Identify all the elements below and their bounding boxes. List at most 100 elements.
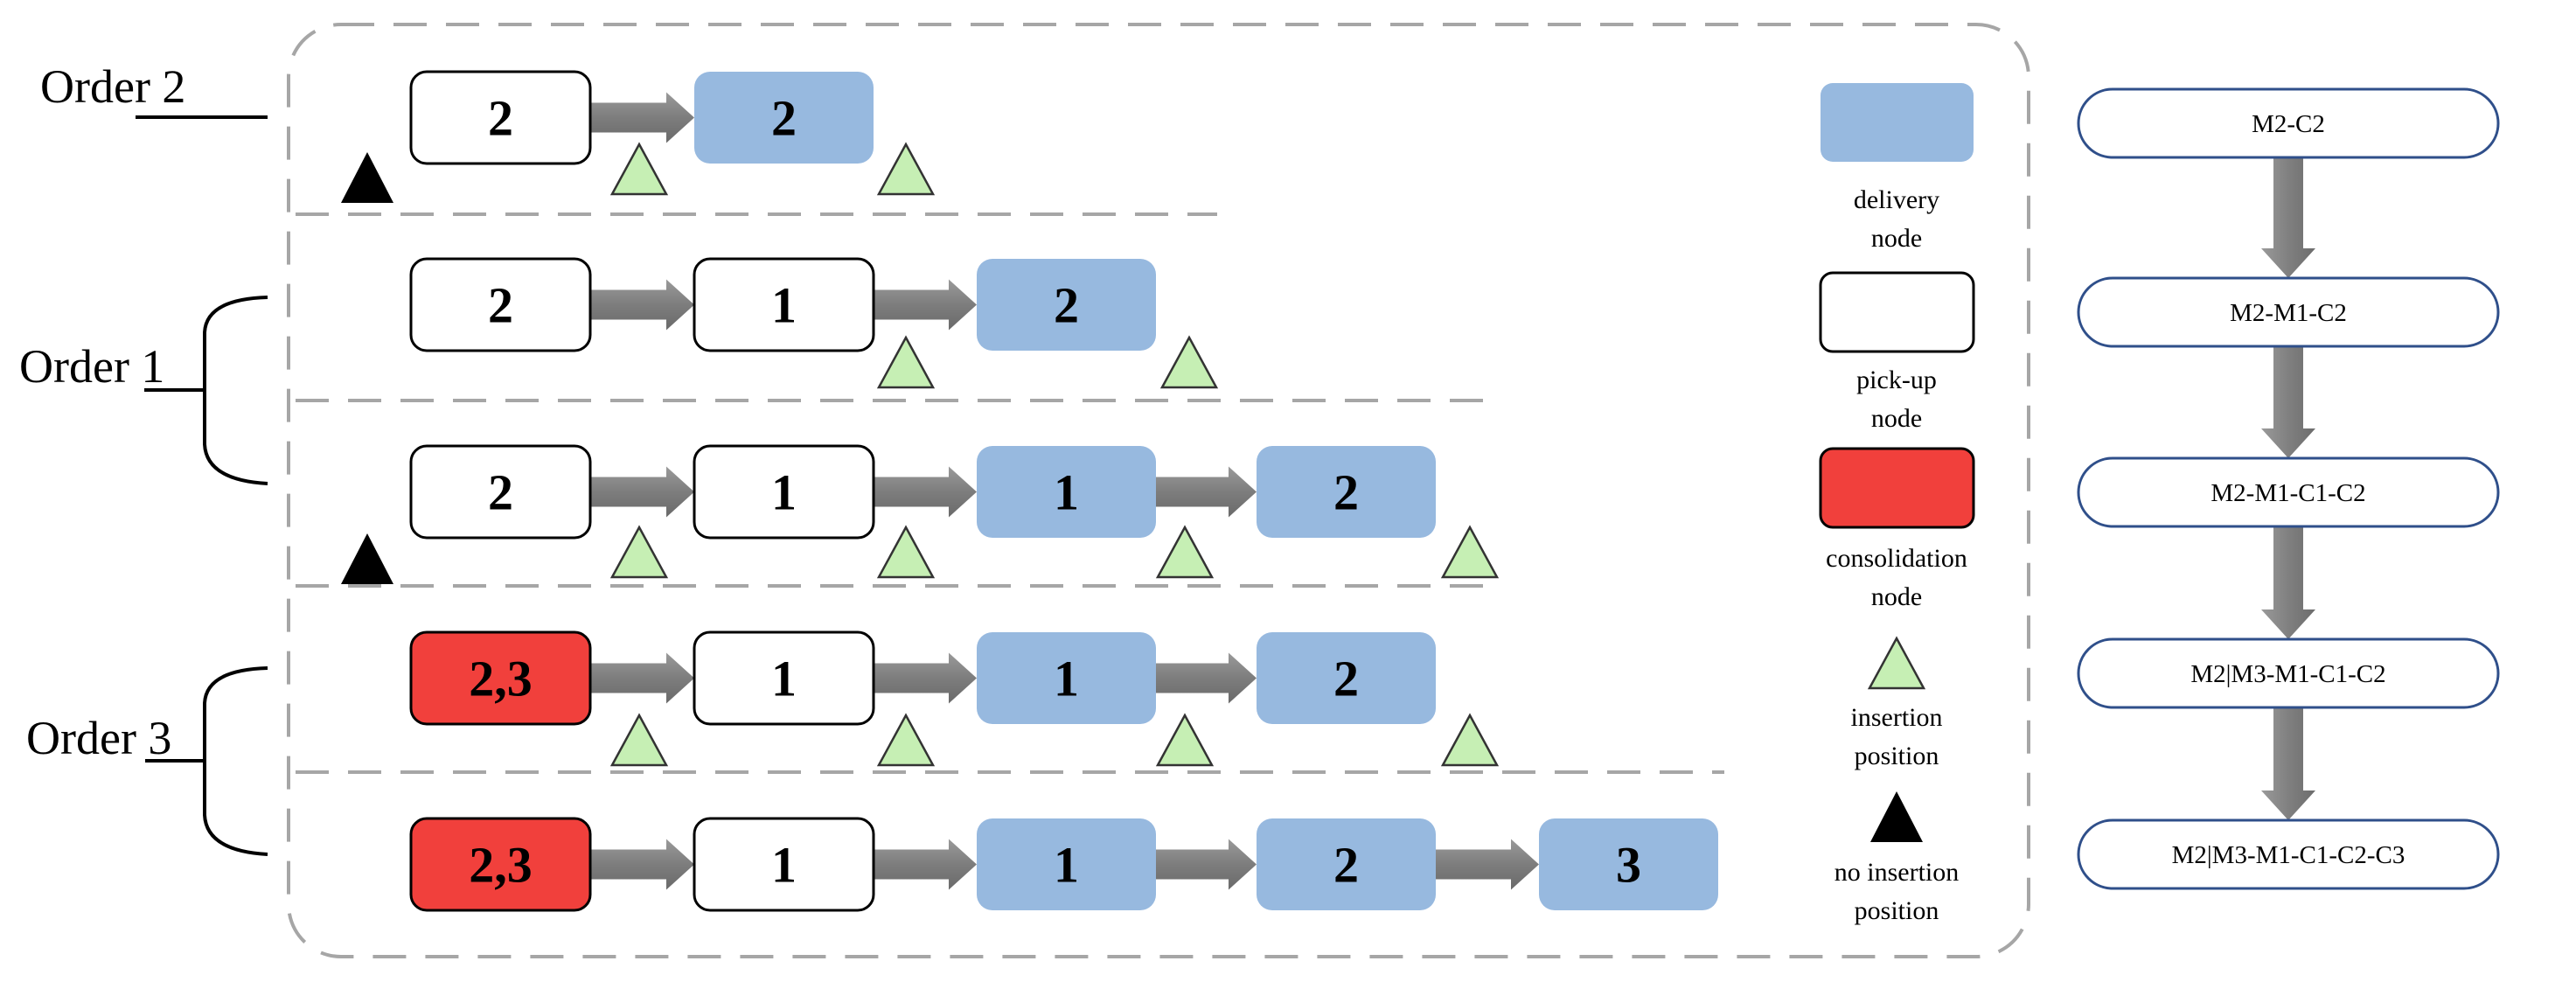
legend-no-insertion-marker: [1870, 791, 1923, 842]
flow-down-arrow: [2261, 526, 2315, 639]
flow-down-arrow: [2261, 707, 2315, 820]
node-label: 2: [1054, 277, 1079, 334]
flow-layer: M2-C2M2-M1-C2M2-M1-C1-C2M2|M3-M1-C1-C2M2…: [2077, 87, 2500, 890]
flow-arrow: [874, 466, 977, 518]
flow-arrow: [1156, 466, 1257, 518]
legend-delivery-label-1: delivery: [1854, 185, 1939, 214]
flow-step: [2077, 637, 2500, 709]
delivery-node: [1257, 446, 1436, 538]
consolidation-node: [409, 817, 592, 912]
insertion-marker: [609, 142, 669, 196]
order-2-label: Order 2: [40, 60, 185, 113]
flow-arrow: [590, 92, 694, 143]
legend-consolidation-label-1: consolidation: [1826, 544, 1967, 573]
delivery-node: [977, 446, 1156, 538]
legend-insertion-marker: [1867, 636, 1926, 690]
no-insertion-marker: [341, 533, 393, 584]
flow-step-label: M2|M3-M1-C1-C2: [2190, 660, 2385, 688]
insertion-marker: [876, 335, 936, 389]
node-label: 3: [1616, 837, 1641, 894]
flow-down-arrow: [2261, 346, 2315, 458]
node-label: 2,3: [469, 651, 533, 707]
node-label: 1: [771, 651, 797, 707]
route-row: 2,3 1 1 2: [409, 630, 1436, 726]
route-row: 2,3 1 1 2 3: [409, 817, 1718, 912]
order-1-bracket: [203, 296, 268, 485]
flow-step: [2077, 87, 2500, 159]
node-label: 2: [1333, 837, 1359, 894]
legend-insertion-label-2: position: [1855, 742, 1939, 770]
pickup-node: [693, 817, 875, 912]
order-3-label: Order 3: [26, 712, 171, 764]
delivery-node: [1257, 632, 1436, 724]
delivery-node: [977, 818, 1156, 910]
flow-arrow: [590, 839, 694, 890]
node-label: 2: [488, 277, 513, 334]
flow-arrow: [590, 652, 694, 704]
legend-delivery-swatch: [1821, 83, 1974, 162]
legend-insertion-label-1: insertion: [1851, 703, 1943, 732]
insertion-marker: [1159, 335, 1219, 389]
legend-consolidation-label-2: node: [1871, 582, 1922, 611]
flow-arrow: [874, 279, 977, 331]
order-3-bracket: [203, 666, 268, 856]
node-label: 2: [771, 90, 797, 147]
node-label: 1: [771, 837, 797, 894]
order-3-label-group: Order 3: [26, 666, 268, 856]
pickup-node: [409, 444, 592, 540]
flow-step: [2077, 276, 2500, 348]
flow-down-arrow: [2261, 157, 2315, 278]
legend-pickup-swatch: [1819, 271, 1975, 353]
legend-pickup-label-2: node: [1871, 404, 1922, 433]
flow-step-label: M2-M1-C1-C2: [2210, 479, 2365, 507]
flow-arrow: [1156, 652, 1257, 704]
insertion-marker: [1155, 713, 1215, 767]
flow-arrow: [1156, 839, 1257, 890]
pickup-node: [693, 630, 875, 726]
insertion-marker: [1155, 525, 1215, 579]
insertion-marker: [609, 713, 669, 767]
legend-delivery-label-2: node: [1871, 224, 1922, 253]
flow-step: [2077, 456, 2500, 528]
route-row: 2 1 2: [409, 257, 1156, 352]
insertion-marker: [876, 525, 936, 579]
insertion-marker: [609, 525, 669, 579]
flow-step-label: M2-C2: [2252, 110, 2325, 138]
node-label: 1: [1054, 651, 1079, 707]
node-label: 2: [1333, 651, 1359, 707]
insertion-marker: [1440, 713, 1500, 767]
order-1-label-group: Order 1: [19, 296, 268, 485]
order-1-label: Order 1: [19, 340, 164, 393]
legend-consolidation-swatch: [1819, 447, 1975, 529]
insertion-marker: [876, 713, 936, 767]
insertion-marker: [876, 142, 936, 196]
node-label: 1: [1054, 464, 1079, 521]
legend-no-insertion-label-2: position: [1855, 896, 1939, 925]
flow-arrow: [874, 839, 977, 890]
delivery-node: [694, 72, 874, 164]
pickup-node: [693, 444, 875, 540]
node-label: 1: [771, 277, 797, 334]
legend-no-insertion-label-1: no insertion: [1835, 858, 1960, 887]
flow-arrow: [874, 652, 977, 704]
node-label: 2,3: [469, 837, 533, 894]
flow-arrow: [590, 466, 694, 518]
node-label: 2: [488, 90, 513, 147]
node-label: 1: [1054, 837, 1079, 894]
flow-step: [2077, 818, 2500, 890]
pickup-node: [409, 257, 592, 352]
order-2-label-group: Order 2: [40, 60, 268, 119]
flow-step-label: M2-M1-C2: [2230, 299, 2347, 327]
delivery-node: [1539, 818, 1718, 910]
flow-arrow: [590, 279, 694, 331]
flow-step-label: M2|M3-M1-C1-C2-C3: [2172, 841, 2405, 869]
legend-pickup-label-1: pick-up: [1856, 366, 1937, 394]
node-label: 1: [771, 464, 797, 521]
outer-dashed-frame: [287, 23, 2030, 958]
flow-arrow: [1436, 839, 1539, 890]
pickup-node: [409, 70, 592, 165]
node-label: 2: [1333, 464, 1359, 521]
